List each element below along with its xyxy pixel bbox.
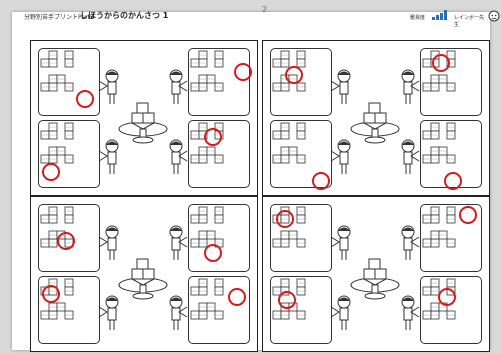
view-card-tl-3 xyxy=(270,204,332,272)
child-figure-right-bottom-2 xyxy=(169,295,183,330)
speech-pointer-3-d xyxy=(410,306,420,318)
worksheet-header: 分野別苦手プリントPart2 しほうからのかんさつ 1 2 難易度 レインボー先… xyxy=(18,2,500,28)
view-card-br-3 xyxy=(420,276,482,344)
child-figure-left-bottom-2 xyxy=(105,295,119,330)
block-view-drawing xyxy=(272,122,306,164)
speech-pointer-1-b xyxy=(410,80,420,92)
child-figure-left-top-0 xyxy=(105,69,119,104)
view-card-tr-2 xyxy=(188,204,250,272)
child-figure-left-bottom-3 xyxy=(337,295,351,330)
speech-pointer-1-d xyxy=(410,150,420,162)
answer-circle-1-1 xyxy=(312,172,330,190)
answer-circle-2-2 xyxy=(42,285,60,303)
block-view-drawing xyxy=(272,50,306,92)
answer-circle-3-1 xyxy=(459,206,477,224)
difficulty-bars-icon xyxy=(432,10,447,20)
speech-pointer-2-d xyxy=(178,306,188,318)
speech-pointer-2-a xyxy=(98,236,108,248)
view-card-tl-1 xyxy=(270,48,332,116)
block-view-drawing xyxy=(190,206,224,248)
block-view-drawing xyxy=(422,122,456,164)
speech-pointer-0-c xyxy=(98,150,108,162)
worksheet-title: しほうからのかんさつ 1 xyxy=(80,11,169,20)
speech-pointer-1-c xyxy=(330,150,340,162)
answer-circle-0-0 xyxy=(76,90,94,108)
block-stack-on-table-2 xyxy=(118,258,168,300)
speech-pointer-0-b xyxy=(178,80,188,92)
block-view-drawing xyxy=(422,278,456,320)
answer-circle-2-0 xyxy=(57,232,75,250)
answer-circle-2-3 xyxy=(228,288,246,306)
speech-pointer-3-b xyxy=(410,236,420,248)
answer-circle-3-2 xyxy=(278,291,296,309)
block-view-drawing xyxy=(272,278,306,320)
speech-pointer-3-a xyxy=(330,236,340,248)
difficulty-label: 難易度 xyxy=(410,15,426,21)
block-view-drawing xyxy=(422,206,456,248)
block-view-drawing xyxy=(190,278,224,320)
child-figure-left-bottom-1 xyxy=(337,139,351,174)
speech-pointer-3-c xyxy=(330,306,340,318)
child-figure-right-top-1 xyxy=(401,69,415,104)
category-label: 分野別苦手プリントPart2 xyxy=(24,14,94,21)
block-stack-on-table-3 xyxy=(350,258,400,300)
answer-circle-1-3 xyxy=(285,66,303,84)
speech-pointer-2-b xyxy=(178,236,188,248)
block-view-drawing xyxy=(422,50,456,92)
child-figure-right-top-2 xyxy=(169,225,183,260)
teacher-label: レインボー先生 xyxy=(454,15,485,28)
view-card-tr-0 xyxy=(188,48,250,116)
answer-circle-0-2 xyxy=(42,163,60,181)
block-stack-on-table-1 xyxy=(350,102,400,144)
child-figure-left-top-2 xyxy=(105,225,119,260)
answer-circle-1-2 xyxy=(444,172,462,190)
answer-circle-0-1 xyxy=(234,63,252,81)
child-figure-right-top-3 xyxy=(401,225,415,260)
answer-circle-3-3 xyxy=(438,288,456,306)
answer-circle-2-1 xyxy=(204,244,222,262)
speech-pointer-1-a xyxy=(330,80,340,92)
answer-circle-0-3 xyxy=(204,128,222,146)
speech-pointer-0-a xyxy=(98,80,108,92)
child-figure-left-top-3 xyxy=(337,225,351,260)
answer-circle-1-0 xyxy=(432,54,450,72)
teacher-avatar-icon xyxy=(488,10,500,22)
child-figure-left-top-1 xyxy=(337,69,351,104)
view-card-tr-1 xyxy=(420,48,482,116)
view-card-br-2 xyxy=(188,276,250,344)
page-number: 2 xyxy=(262,5,268,14)
view-card-bl-3 xyxy=(270,276,332,344)
block-stack-on-table-0 xyxy=(118,102,168,144)
block-view-drawing xyxy=(40,50,74,92)
child-figure-right-top-0 xyxy=(169,69,183,104)
speech-pointer-0-d xyxy=(178,150,188,162)
child-figure-right-bottom-1 xyxy=(401,139,415,174)
speech-pointer-2-c xyxy=(98,306,108,318)
child-figure-right-bottom-3 xyxy=(401,295,415,330)
child-figure-left-bottom-0 xyxy=(105,139,119,174)
answer-circle-3-0 xyxy=(276,210,294,228)
child-figure-right-bottom-0 xyxy=(169,139,183,174)
block-view-drawing xyxy=(190,50,224,92)
